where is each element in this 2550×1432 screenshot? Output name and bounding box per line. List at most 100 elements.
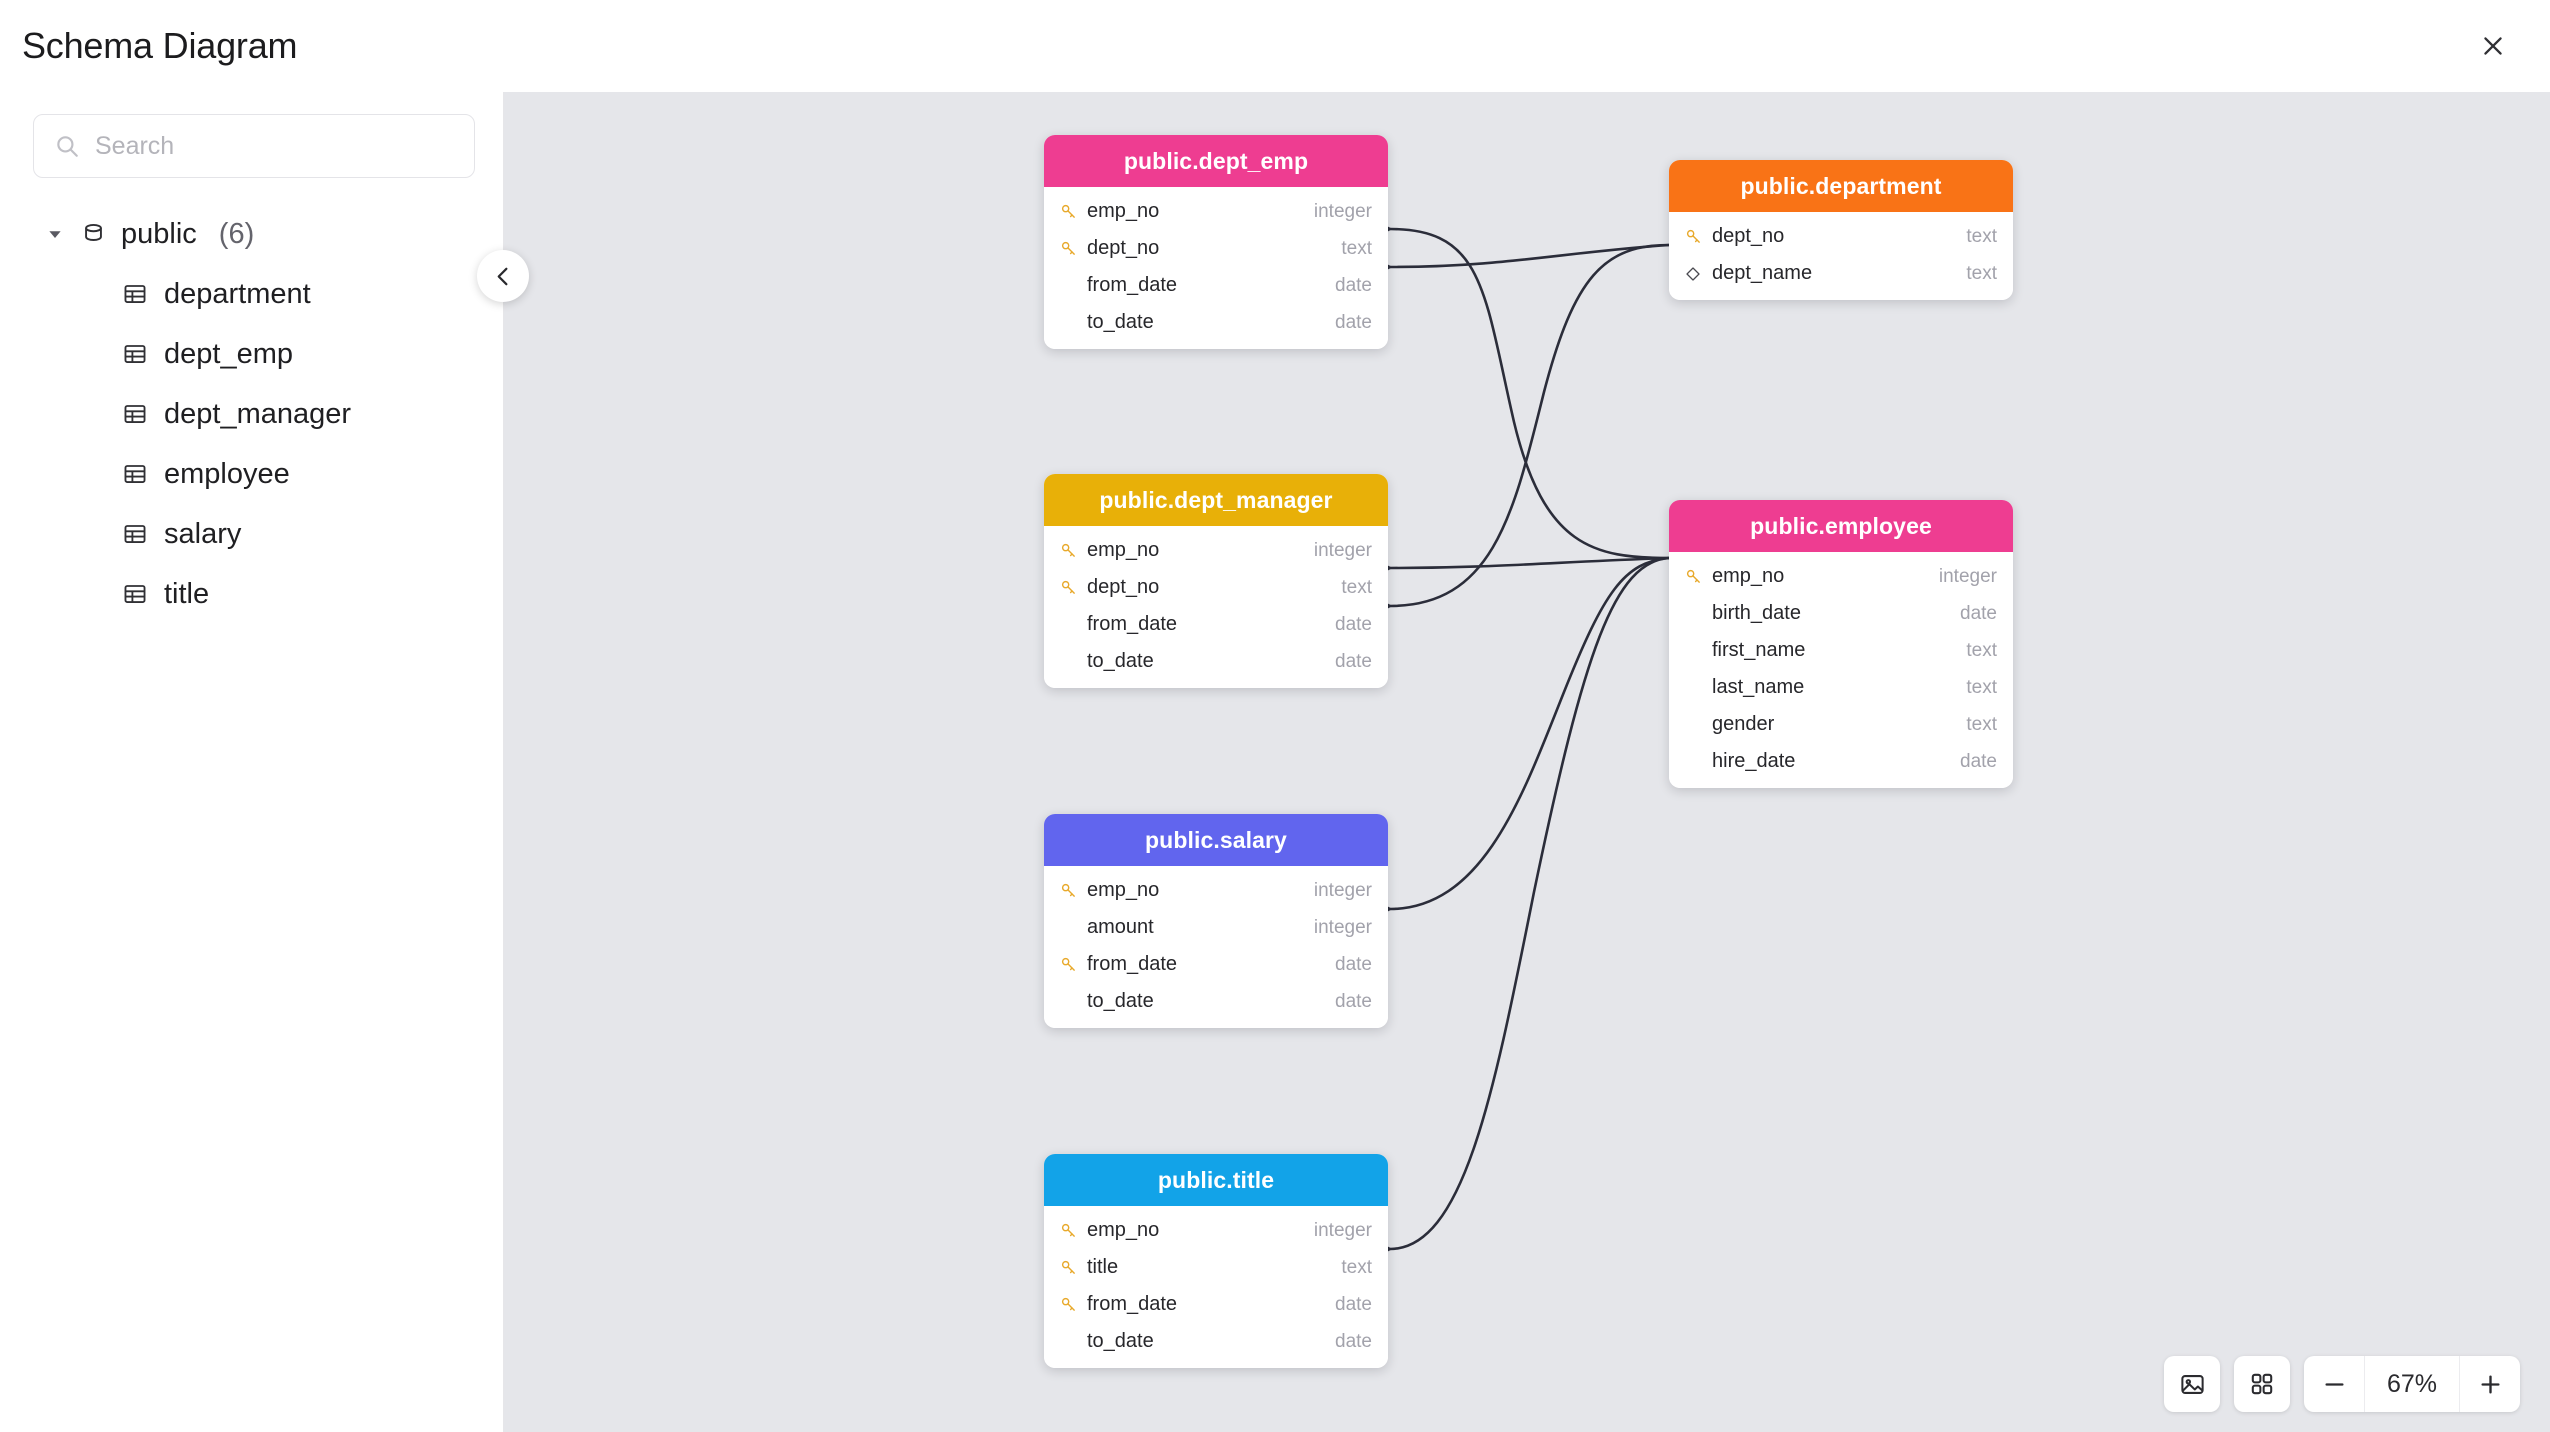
column-name: to_date — [1087, 650, 1154, 672]
column-row[interactable]: dept_no text — [1044, 569, 1388, 606]
edge-title-employee — [1389, 556, 1670, 1251]
tree-item-table-dept_emp[interactable]: dept_emp — [0, 324, 503, 384]
column-name: gender — [1712, 713, 1775, 735]
tree-item-table-department[interactable]: department — [0, 264, 503, 324]
minus-icon — [2324, 1382, 2344, 1386]
key-icon — [1683, 567, 1703, 587]
tree-item-table-dept_manager[interactable]: dept_manager — [0, 384, 503, 444]
column-row[interactable]: emp_no integer — [1044, 1212, 1388, 1249]
table-icon — [122, 401, 148, 427]
column-type: integer — [1313, 1219, 1372, 1241]
dialog-body: public (6) departmentdept_empdept_manage… — [0, 92, 2550, 1432]
column-name: to_date — [1087, 990, 1154, 1012]
table-node-header: public.dept_manager — [1044, 474, 1388, 526]
tree-item-table-salary[interactable]: salary — [0, 504, 503, 564]
key-icon — [1058, 578, 1078, 598]
zoom-out-button[interactable] — [2304, 1356, 2364, 1412]
close-button[interactable] — [2470, 23, 2516, 69]
column-type: integer — [1313, 539, 1372, 561]
column-type: date — [1335, 990, 1372, 1012]
column-type: integer — [1313, 200, 1372, 222]
image-icon — [2180, 1374, 2204, 1394]
column-type: text — [1966, 676, 1997, 698]
column-row[interactable]: to_date date — [1044, 983, 1388, 1020]
table-icon — [122, 281, 148, 307]
table-icon — [122, 461, 148, 487]
tree-item-schema-public[interactable]: public (6) — [0, 204, 503, 264]
search-container — [0, 92, 503, 178]
column-name: dept_name — [1712, 262, 1813, 284]
column-type: text — [1341, 576, 1372, 598]
search-icon — [57, 136, 78, 157]
column-name: emp_no — [1087, 1219, 1160, 1241]
column-name: dept_no — [1087, 576, 1160, 598]
column-name: last_name — [1712, 676, 1805, 698]
tree-item-label: public — [121, 217, 197, 250]
tree-item-table-title[interactable]: title — [0, 564, 503, 624]
tree-item-count: (6) — [218, 217, 255, 250]
search-box[interactable] — [33, 114, 475, 178]
auto-layout-button[interactable] — [2234, 1356, 2290, 1412]
column-row[interactable]: title text — [1044, 1249, 1388, 1286]
plus-icon — [2480, 1374, 2500, 1394]
edge-salary-employee — [1389, 556, 1670, 911]
column-name: from_date — [1087, 1293, 1178, 1315]
dialog-header: Schema Diagram — [0, 0, 2550, 92]
column-type: date — [1335, 274, 1372, 296]
zoom-controls: 67% — [2304, 1356, 2520, 1412]
column-type: integer — [1938, 565, 1997, 587]
zoom-level-label[interactable]: 67% — [2364, 1356, 2460, 1412]
sidebar-collapse-button[interactable] — [477, 250, 529, 302]
column-name: to_date — [1087, 1330, 1154, 1352]
key-icon — [1683, 227, 1703, 247]
column-type: date — [1335, 1330, 1372, 1352]
key-icon — [1058, 541, 1078, 561]
column-row[interactable]: last_name text — [1669, 669, 2013, 706]
diamond-icon — [1683, 264, 1703, 284]
caret-down-icon[interactable] — [44, 225, 66, 243]
export-image-button[interactable] — [2164, 1356, 2220, 1412]
close-icon — [2484, 37, 2502, 55]
column-name: dept_no — [1712, 225, 1785, 247]
tree-item-table-employee[interactable]: employee — [0, 444, 503, 504]
zoom-in-button[interactable] — [2460, 1356, 2520, 1412]
relationship-edges — [1371, 218, 1670, 1260]
table-node-header: public.dept_emp — [1044, 135, 1388, 187]
column-row[interactable]: to_date date — [1044, 1323, 1388, 1360]
column-name: from_date — [1087, 613, 1178, 635]
chevron-left-icon — [497, 267, 507, 285]
key-icon — [1058, 202, 1078, 222]
search-input[interactable] — [95, 131, 454, 161]
column-type: text — [1341, 1256, 1372, 1278]
column-name: title — [1087, 1256, 1119, 1278]
